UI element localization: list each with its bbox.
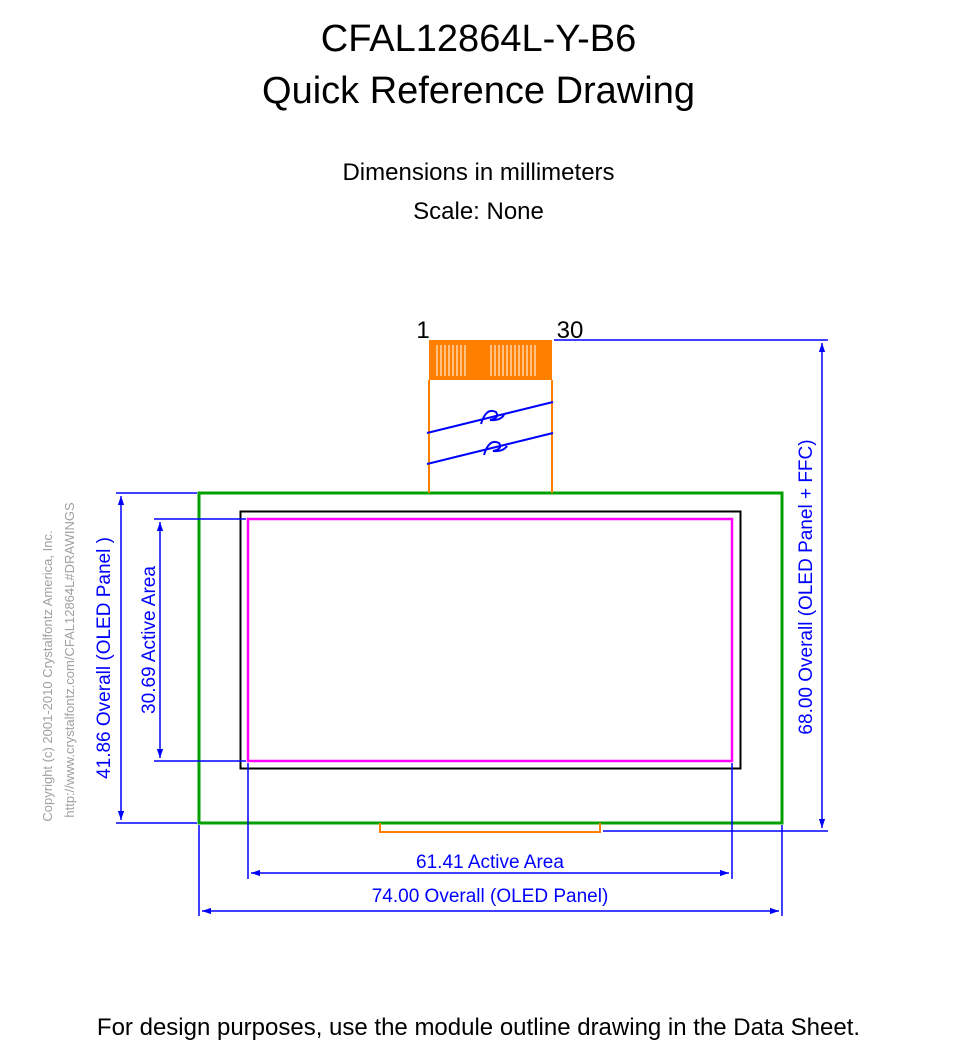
overall-width-label: 74.00 Overall (OLED Panel) bbox=[372, 886, 609, 907]
glass-outline bbox=[239, 510, 742, 770]
dimension-active-width bbox=[247, 763, 733, 879]
units-note: Dimensions in millimeters bbox=[342, 159, 615, 186]
drawing-subtitle: Quick Reference Drawing bbox=[262, 70, 695, 112]
active-width-label: 61.41 Active Area bbox=[416, 852, 564, 873]
copyright-line-2: http://www.crystalfontz.com/CFAL12864L#D… bbox=[62, 502, 77, 818]
scale-note: Scale: None bbox=[413, 198, 544, 225]
oled-panel-outline bbox=[197, 491, 784, 825]
pin-1-label: 1 bbox=[416, 317, 429, 344]
design-purposes-note: For design purposes, use the module outl… bbox=[96, 1014, 861, 1041]
drawing-title: CFAL12864L-Y-B6 bbox=[320, 18, 637, 60]
active-area-outline bbox=[246, 517, 734, 763]
dimension-overall-height-ffc bbox=[554, 339, 828, 832]
break-lines bbox=[426, 401, 554, 465]
dimension-overall-height bbox=[116, 492, 197, 824]
ffc-connector bbox=[379, 340, 601, 833]
dimension-active-height bbox=[154, 518, 246, 762]
dimension-overall-width bbox=[198, 825, 783, 916]
overall-height-ffc-label: 68.00 Overall (OLED Panel + FFC) bbox=[796, 439, 817, 734]
active-height-label: 30.69 Active Area bbox=[139, 566, 160, 714]
copyright-line-1: Copyright (c) 2001-2010 Crystalfontz Ame… bbox=[40, 530, 55, 821]
overall-height-label: 41.86 Overall (OLED Panel ) bbox=[94, 537, 115, 779]
